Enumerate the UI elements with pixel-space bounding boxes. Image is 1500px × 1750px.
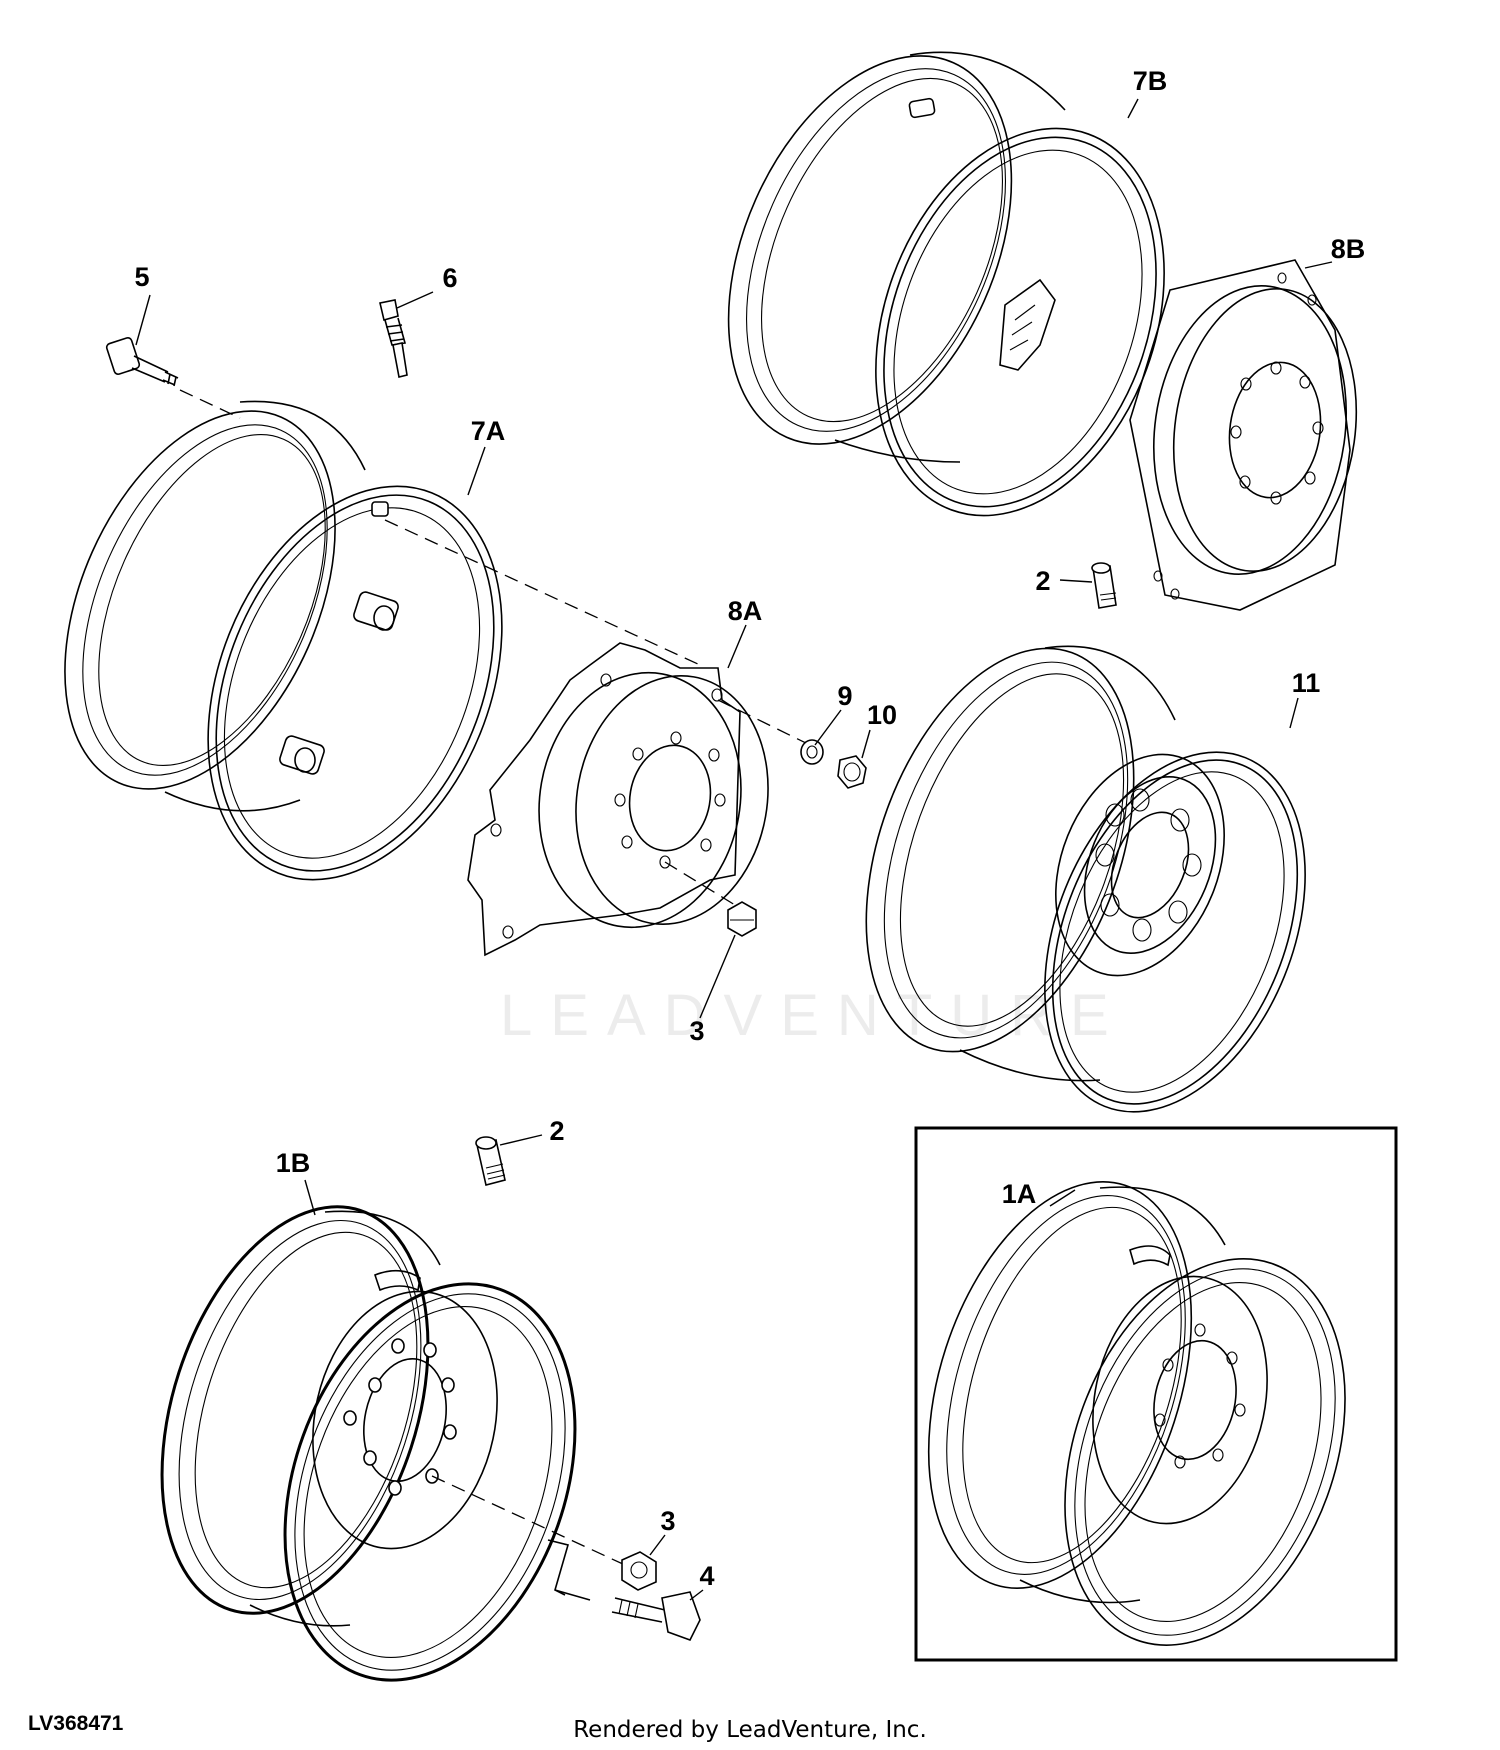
wheel-stud-2-top: [1091, 562, 1117, 609]
callout-7a: 7A: [471, 416, 506, 446]
nut-3-middle: [727, 901, 757, 937]
callout-3-middle: 3: [689, 1016, 704, 1046]
callout-4: 4: [699, 1561, 714, 1591]
callout-7b: 7B: [1133, 66, 1168, 96]
washer-9: [800, 739, 824, 765]
bolt-4: [611, 1591, 701, 1641]
wheel-stud-2-bottom: [475, 1136, 506, 1186]
callout-1a: 1A: [1002, 1179, 1037, 1209]
nut-10: [837, 755, 867, 789]
wheel-11: [865, 645, 1306, 1113]
callout-5: 5: [134, 262, 149, 292]
callout-1b: 1B: [276, 1148, 311, 1178]
callout-2-bottom: 2: [549, 1116, 564, 1146]
callout-8b: 8B: [1331, 234, 1366, 264]
watermark: LEADVENTURE: [500, 983, 1127, 1048]
callout-6: 6: [442, 263, 457, 293]
render-credit: Rendered by LeadVenture, Inc.: [573, 1717, 927, 1743]
leader-lines: [135, 98, 1333, 1601]
bolt-5: [105, 337, 179, 387]
rim-7b: [727, 51, 1165, 517]
inset-frame: [914, 1126, 1398, 1662]
wheel-1b: [160, 1205, 577, 1682]
callout-9: 9: [837, 681, 852, 711]
rim-7a: [64, 400, 503, 881]
callout-2-top: 2: [1035, 566, 1050, 596]
diagram-id: LV368471: [28, 1712, 124, 1735]
center-disc-8b: [1129, 259, 1358, 611]
valve-stem-6: [379, 299, 408, 378]
callout-3-bottom: 3: [660, 1506, 675, 1536]
callout-10: 10: [867, 700, 897, 730]
nut-3-bottom: [621, 1551, 657, 1591]
wheel-1a: [927, 1181, 1346, 1646]
callout-11: 11: [1292, 668, 1321, 698]
callout-8a: 8A: [728, 596, 763, 626]
center-disc-8a: [467, 642, 769, 957]
